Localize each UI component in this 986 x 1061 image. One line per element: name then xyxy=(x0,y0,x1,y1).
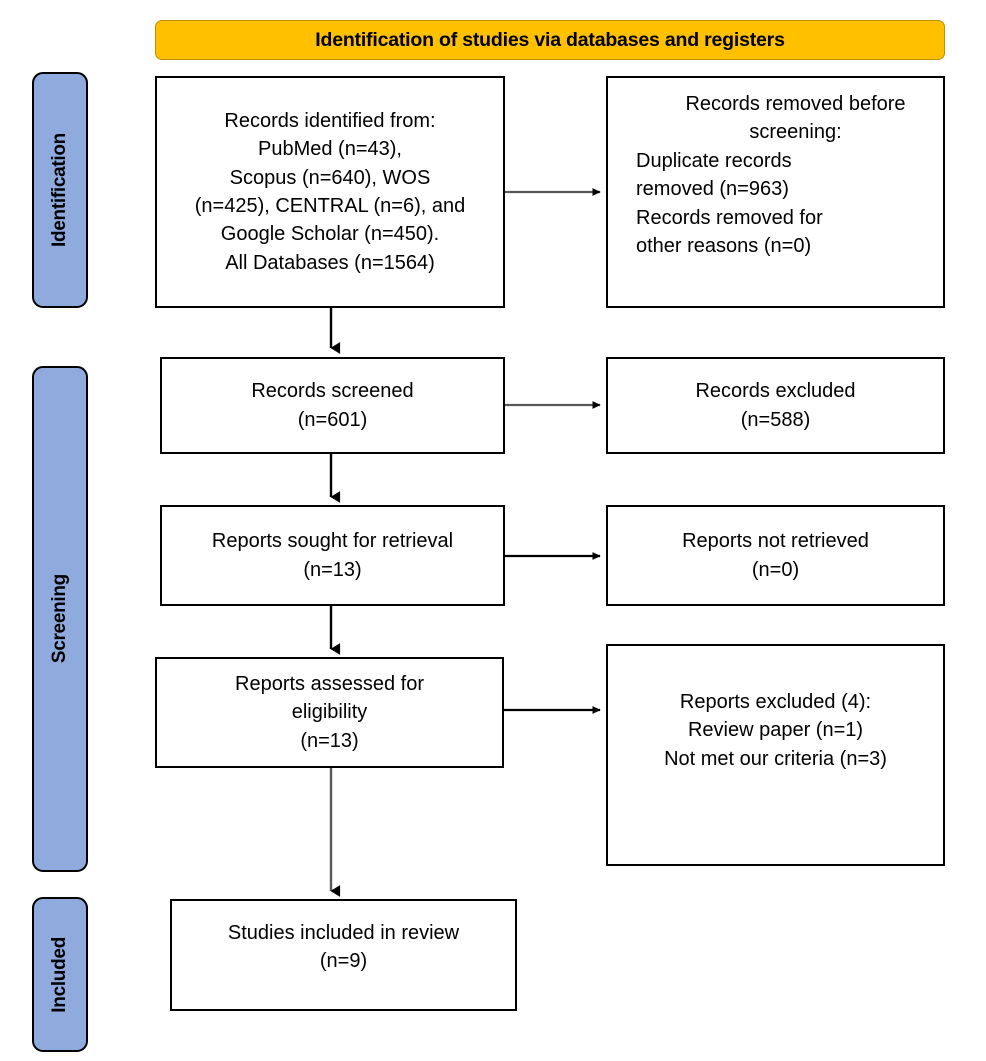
box-line: (n=601) xyxy=(297,408,368,431)
box-studies-included-in-review: Studies included in review (n=9) xyxy=(170,899,517,1011)
box-line: Review paper (n=1) xyxy=(687,719,864,742)
box-line: Reports not retrieved xyxy=(682,530,869,553)
box-line: Records identified from: xyxy=(224,109,436,132)
box-reports-sought-for-retrieval: Reports sought for retrieval (n=13) xyxy=(160,505,505,606)
box-line: Reports excluded (4): xyxy=(679,691,872,713)
box-line: Scopus (n=640), WOS xyxy=(229,166,431,189)
box-line: All Databases (n=1564) xyxy=(225,251,435,274)
box-line: other reasons (n=0) xyxy=(636,234,812,257)
box-line: (n=588) xyxy=(740,408,811,431)
box-line: Records excluded xyxy=(695,380,856,403)
box-line: (n=0) xyxy=(751,558,800,581)
phase-label-screening: Screening xyxy=(49,574,70,664)
box-reports-assessed-for-eligibility: Reports assessed for eligibility (n=13) xyxy=(155,657,504,768)
box-records-identified: Records identified from: PubMed (n=43), … xyxy=(155,76,505,308)
box-records-excluded: Records excluded (n=588) xyxy=(606,357,945,454)
box-line: Records removed for xyxy=(636,206,823,229)
phase-label-included: Included xyxy=(49,936,70,1013)
box-line: screening: xyxy=(749,121,842,144)
phase-bar-identification: Identification xyxy=(32,72,88,308)
box-records-removed-before-screening: Records removed before screening: Duplic… xyxy=(606,76,945,308)
box-line: Duplicate records xyxy=(636,149,792,172)
box-reports-not-retrieved: Reports not retrieved (n=0) xyxy=(606,505,945,606)
box-line: (n=9) xyxy=(319,950,368,973)
box-line: Records removed before xyxy=(685,93,906,115)
phase-bar-included: Included xyxy=(32,897,88,1052)
phase-bar-screening: Screening xyxy=(32,366,88,872)
box-line: (n=13) xyxy=(300,729,359,752)
box-line: (n=425), CENTRAL (n=6), and xyxy=(194,195,466,217)
box-line: Studies included in review xyxy=(227,922,460,944)
box-line: Google Scholar (n=450). xyxy=(220,223,440,246)
box-line: Reports sought for retrieval xyxy=(211,530,454,553)
box-reports-excluded: Reports excluded (4): Review paper (n=1)… xyxy=(606,644,945,866)
box-line: eligibility xyxy=(291,701,368,724)
box-line: PubMed (n=43), xyxy=(258,138,402,161)
diagram-header-banner: Identification of studies via databases … xyxy=(155,20,945,60)
box-line: (n=13) xyxy=(303,558,362,581)
box-records-screened: Records screened (n=601) xyxy=(160,357,505,454)
banner-title: Identification of studies via databases … xyxy=(315,28,785,51)
box-line: Not met our criteria (n=3) xyxy=(664,747,887,770)
box-line: removed (n=963) xyxy=(636,178,789,201)
phase-label-identification: Identification xyxy=(49,132,70,248)
box-line: Records screened xyxy=(251,380,414,403)
box-line: Reports assessed for xyxy=(235,672,424,695)
